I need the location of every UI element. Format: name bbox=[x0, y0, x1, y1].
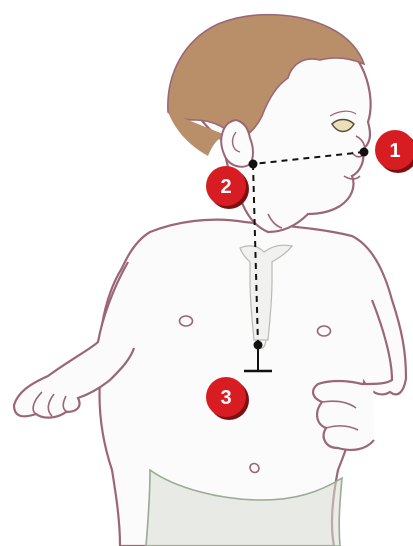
ear-point bbox=[249, 160, 258, 169]
belly-button bbox=[250, 464, 259, 473]
infant-torso bbox=[14, 220, 406, 546]
marker-label-2: 2 bbox=[220, 176, 231, 198]
marker-label-1: 1 bbox=[389, 140, 400, 162]
nose-point bbox=[360, 148, 369, 157]
infant-head bbox=[168, 15, 371, 232]
marker-badge-1: 1 bbox=[375, 130, 413, 173]
right-nipple bbox=[318, 326, 331, 336]
marker-label-3: 3 bbox=[220, 387, 231, 409]
left-nipple bbox=[180, 316, 193, 326]
xiphoid-point bbox=[254, 341, 263, 350]
